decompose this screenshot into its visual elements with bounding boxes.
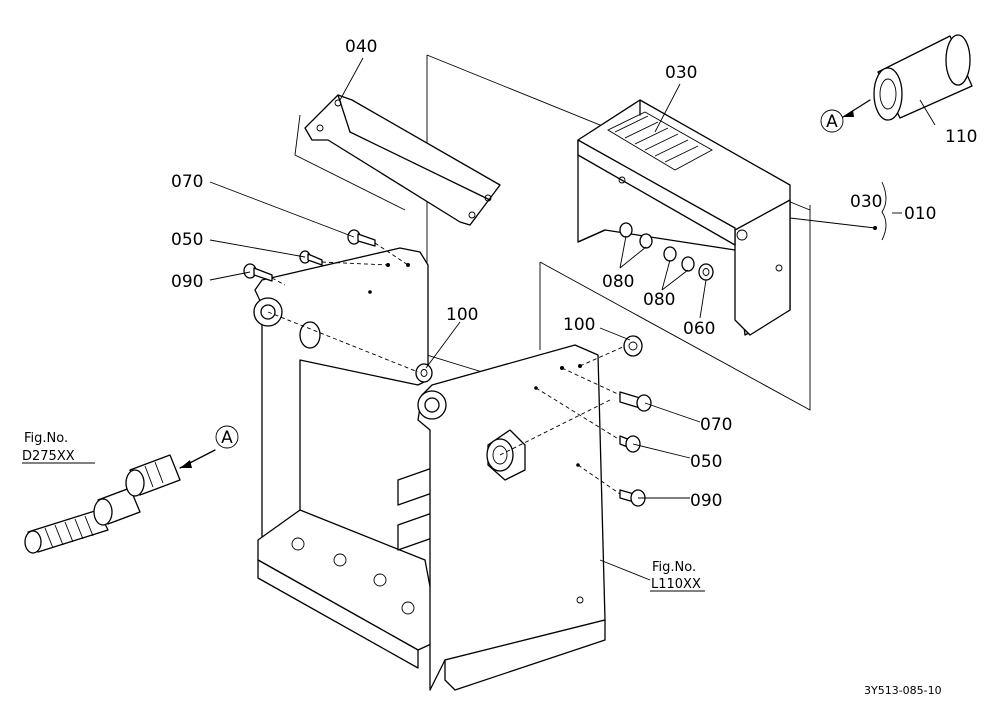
main-frame <box>253 247 606 691</box>
part-label-090-left: 090 <box>171 272 203 292</box>
view-marker-label: A <box>826 112 838 132</box>
part-label-070-right: 070 <box>700 415 732 435</box>
fig-ref-number: L110XX <box>651 577 701 592</box>
spacer-100-right <box>579 335 643 367</box>
cover-assembly-010 <box>577 99 791 336</box>
part-label-100-right: 100 <box>563 315 595 335</box>
fig-ref-title: Fig.No. <box>652 560 696 575</box>
part-label-080-b: 080 <box>643 290 675 310</box>
fig-ref-l110xx: Fig.No. L110XX <box>651 560 701 592</box>
view-marker-label: A <box>221 428 233 448</box>
spacer-100-left <box>267 311 433 383</box>
view-marker-a-left: A <box>215 425 239 449</box>
drawing-code: 3Y513-085-10 <box>864 684 942 697</box>
fig-ref-number: D275XX <box>22 449 75 464</box>
part-label-010: 010 <box>904 204 936 224</box>
shaft-d275xx <box>24 449 216 554</box>
bolts-right <box>499 367 652 507</box>
leader-lines <box>22 57 936 592</box>
fig-ref-d275xx: Fig.No. D275XX <box>22 431 75 464</box>
nuts-080-060 <box>619 222 714 281</box>
part-label-030: 030 <box>665 63 697 83</box>
part-label-070-left: 070 <box>171 172 203 192</box>
part-label-040: 040 <box>345 37 377 57</box>
part-labels: 040 030 070 050 090 100 100 070 050 090 … <box>171 37 977 511</box>
angle-bracket-040 <box>304 94 501 226</box>
sleeve-110 <box>842 34 973 121</box>
bolts-left <box>243 229 409 286</box>
part-label-060: 060 <box>683 319 715 339</box>
part-label-110: 110 <box>945 127 977 147</box>
part-label-100-left: 100 <box>446 305 478 325</box>
part-label-050-left: 050 <box>171 230 203 250</box>
part-label-030-bracket: 030 <box>850 192 882 212</box>
view-marker-a-right: A <box>820 109 844 133</box>
fig-ref-title: Fig.No. <box>24 431 68 446</box>
part-label-080-a: 080 <box>602 272 634 292</box>
part-label-050-right: 050 <box>690 452 722 472</box>
part-label-090-right: 090 <box>690 491 722 511</box>
